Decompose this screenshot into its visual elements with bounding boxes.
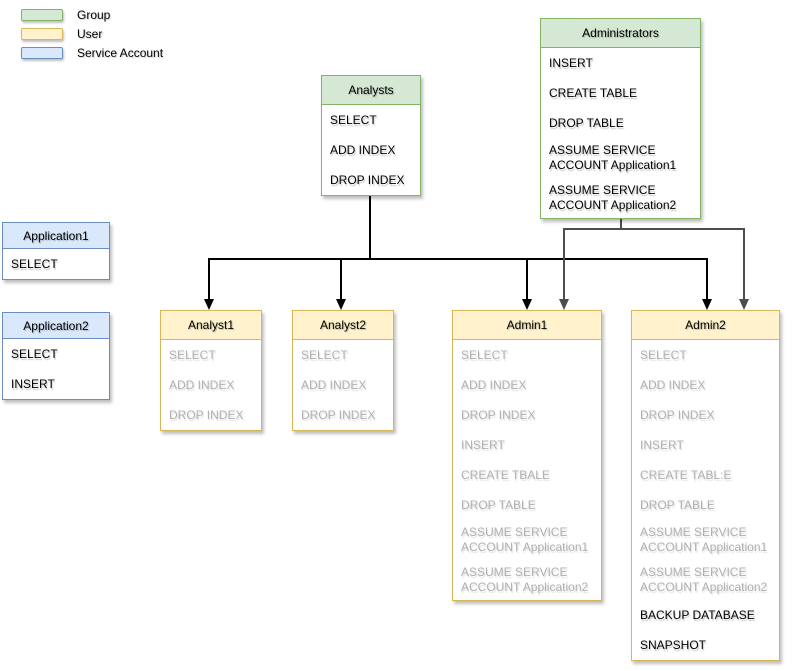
permission-item: ASSUME SERVICE ACCOUNT Application1 xyxy=(461,525,589,554)
node-title: Analysts xyxy=(322,76,420,105)
permission-item: ADD INDEX xyxy=(301,377,367,392)
permission-item: ADD INDEX xyxy=(169,377,235,392)
permission-item: DROP INDEX xyxy=(640,407,715,422)
permission-item: CREATE TABLE xyxy=(549,85,638,100)
permission-item: DROP INDEX xyxy=(461,407,536,422)
permission-item: ASSUME SERVICE ACCOUNT Application2 xyxy=(549,183,677,212)
service-account-node-application2: Application2 SELECT INSERT xyxy=(2,312,110,400)
legend-item-user: User xyxy=(21,24,163,43)
permission-item: CREATE TABL:E xyxy=(640,467,732,482)
permission-item: ASSUME SERVICE ACCOUNT Application2 xyxy=(640,565,768,594)
user-node-analyst2: Analyst2 SELECT ADD INDEX DROP INDEX xyxy=(292,310,394,431)
node-title: Analyst2 xyxy=(293,311,393,340)
legend-item-service-account: Service Account xyxy=(21,43,163,62)
permission-item: SELECT xyxy=(11,256,58,271)
user-swatch-icon xyxy=(21,27,63,40)
permission-item: INSERT xyxy=(640,437,684,452)
permission-item: ASSUME SERVICE ACCOUNT Application2 xyxy=(461,565,589,594)
permission-item: DROP INDEX xyxy=(169,407,244,422)
permission-item: ADD INDEX xyxy=(640,377,706,392)
legend-label: User xyxy=(77,26,103,41)
group-node-analysts: Analysts SELECT ADD INDEX DROP INDEX xyxy=(321,75,421,196)
user-node-admin2: Admin2 SELECT ADD INDEX DROP INDEX INSER… xyxy=(631,310,780,661)
user-node-analyst1: Analyst1 SELECT ADD INDEX DROP INDEX xyxy=(160,310,262,431)
legend-item-group: Group xyxy=(21,5,163,24)
service-account-swatch-icon xyxy=(21,46,63,59)
analysts-connector xyxy=(208,196,708,300)
service-account-node-application1: Application1 SELECT xyxy=(2,222,110,280)
permission-item: BACKUP DATABASE xyxy=(640,607,755,622)
node-title: Application2 xyxy=(3,313,109,339)
node-title: Application1 xyxy=(3,223,109,249)
permission-item: SELECT xyxy=(461,347,508,362)
user-node-admin1: Admin1 SELECT ADD INDEX DROP INDEX INSER… xyxy=(452,310,602,601)
group-node-administrators: Administrators INSERT CREATE TABLE DROP … xyxy=(540,18,701,219)
legend: Group User Service Account xyxy=(21,5,163,62)
permission-item: ADD INDEX xyxy=(330,142,396,157)
administrators-arrowheads xyxy=(559,299,749,310)
analysts-arrowheads xyxy=(204,299,712,310)
permission-item: INSERT xyxy=(11,376,55,391)
permission-item: ASSUME SERVICE ACCOUNT Application1 xyxy=(640,525,768,554)
permission-item: DROP TABLE xyxy=(549,115,624,130)
permission-item: INSERT xyxy=(461,437,505,452)
permission-item: SELECT xyxy=(330,112,377,127)
permission-item: SELECT xyxy=(11,346,58,361)
permission-item: SELECT xyxy=(169,347,216,362)
permission-item: ASSUME SERVICE ACCOUNT Application1 xyxy=(549,143,677,172)
permission-item: ADD INDEX xyxy=(461,377,527,392)
permission-item: SELECT xyxy=(640,347,687,362)
permission-item: DROP INDEX xyxy=(301,407,376,422)
permission-item: DROP TABLE xyxy=(461,497,536,512)
node-title: Admin1 xyxy=(453,311,601,340)
permission-item: DROP INDEX xyxy=(330,172,405,187)
permission-item: INSERT xyxy=(549,55,593,70)
node-title: Administrators xyxy=(541,19,700,48)
legend-label: Service Account xyxy=(77,45,164,60)
permission-item: DROP TABLE xyxy=(640,497,715,512)
administrators-connector xyxy=(563,218,745,300)
permission-item: CREATE TBALE xyxy=(461,467,550,482)
node-title: Analyst1 xyxy=(161,311,261,340)
legend-label: Group xyxy=(77,7,111,22)
node-title: Admin2 xyxy=(632,311,779,340)
permission-item: SNAPSHOT xyxy=(640,637,707,652)
permission-item: SELECT xyxy=(301,347,348,362)
group-swatch-icon xyxy=(21,8,63,21)
